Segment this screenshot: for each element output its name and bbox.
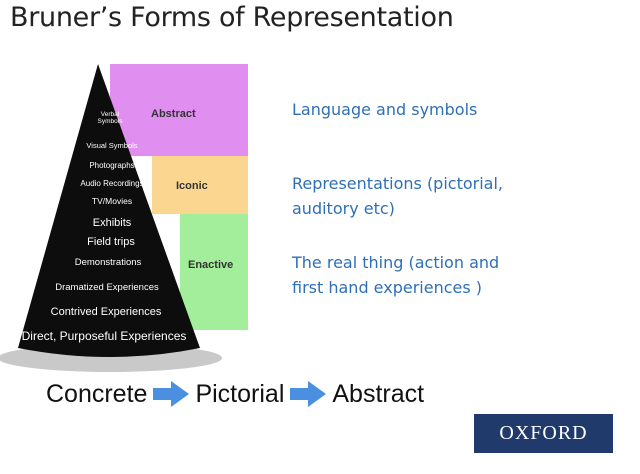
representation-flow: Concrete Pictorial Abstract (46, 377, 424, 411)
cone-level-label: Symbols (98, 118, 124, 125)
right-arrow-icon (290, 381, 327, 407)
description-iconic: Representations (pictorial, auditory etc… (292, 171, 503, 221)
band-label-enactive: Enactive (188, 259, 234, 271)
page-title: Bruner’s Forms of Representation (10, 2, 454, 33)
flow-step-concrete: Concrete (46, 379, 148, 408)
cone-level-label: Audio Recordings (80, 179, 143, 188)
cone-level-label: Visual Symbols (86, 141, 137, 150)
description-line: The real thing (action and (292, 253, 500, 272)
cone-level-label: Photographs (89, 161, 134, 170)
oxford-logo: OXFORD (474, 414, 613, 453)
description-line: Language and symbols (292, 100, 478, 119)
cone-level-label: Dramatized Experiences (55, 282, 159, 293)
band-label-abstract: Abstract (151, 108, 196, 120)
band-label-iconic: Iconic (176, 180, 208, 192)
cone-body (18, 64, 200, 357)
description-line: Representations (pictorial, (292, 174, 503, 193)
band-abstract (110, 64, 248, 156)
description-line: first hand experiences ) (292, 278, 483, 297)
band-iconic (152, 156, 248, 214)
flow-step-abstract: Abstract (332, 379, 425, 408)
cone-level-label: Field trips (87, 236, 135, 248)
cone-level-label: Verbal (101, 111, 120, 118)
flow-step-pictorial: Pictorial (195, 379, 285, 408)
description-line: auditory etc) (292, 199, 395, 218)
cone-level-label: Contrived Experiences (51, 306, 162, 318)
cone-level-label: Demonstrations (75, 257, 142, 268)
cone-level-label: Direct, Purposeful Experiences (22, 329, 187, 343)
description-abstract: Language and symbols (292, 97, 477, 122)
description-enactive: The real thing (action and first hand ex… (292, 250, 499, 300)
cone-level-label: TV/Movies (92, 196, 132, 206)
cone-level-label: Exhibits (93, 217, 132, 229)
band-enactive (180, 214, 248, 330)
right-arrow-icon (153, 381, 190, 407)
